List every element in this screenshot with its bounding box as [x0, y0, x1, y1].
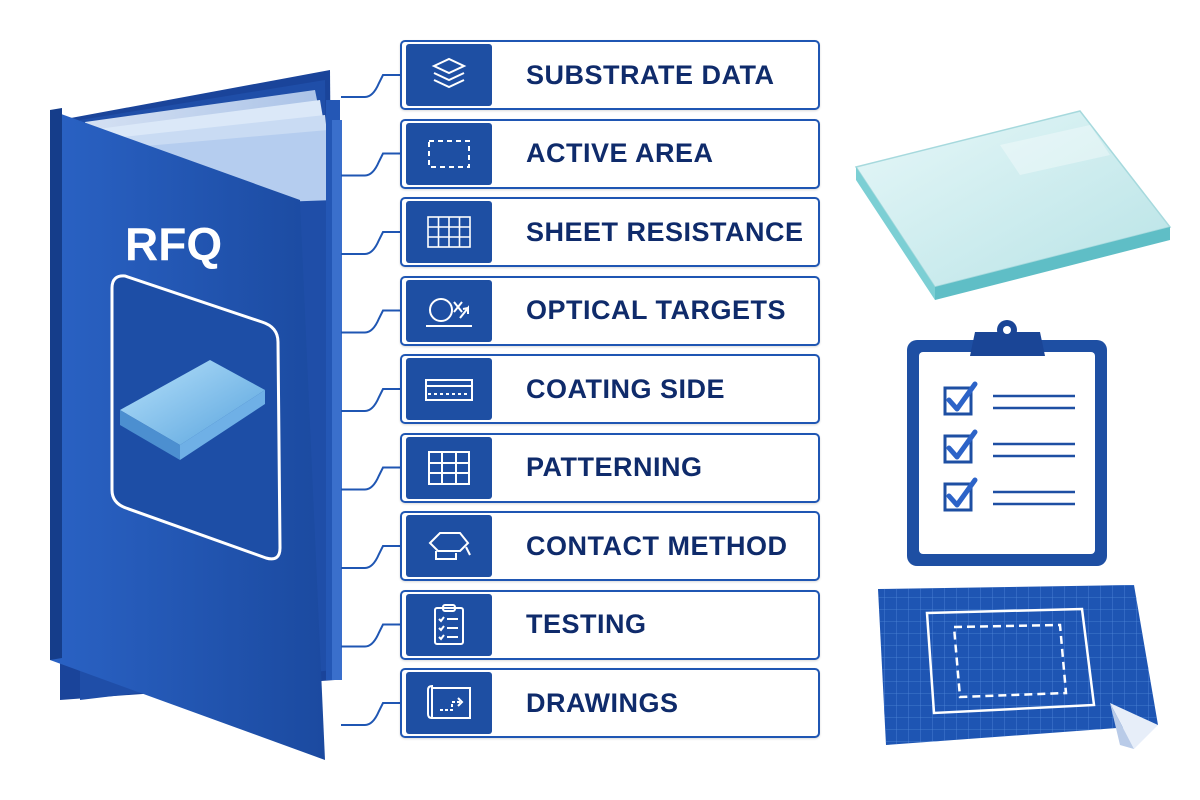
section-label: DRAWINGS	[526, 687, 679, 718]
connector-line	[341, 309, 401, 334]
section-label: CONTACT METHOD	[526, 530, 788, 561]
section-testing: TESTING	[400, 589, 820, 660]
connector-line	[341, 623, 401, 648]
checklist-clipboard-image	[905, 318, 1110, 568]
connector-line	[341, 702, 401, 726]
binder-title: RFQ	[125, 218, 222, 270]
section-label: SUBSTRATE DATA	[526, 59, 775, 90]
connector-line	[341, 388, 401, 412]
section-label: PATTERNING	[526, 452, 703, 482]
layers-icon	[431, 57, 467, 89]
contact-icon	[428, 532, 471, 560]
section-label: ACTIVE AREA	[526, 138, 714, 168]
connector-line	[341, 231, 401, 255]
section-substrate-data: SUBSTRATE DATA	[400, 40, 820, 110]
pattern-grid-icon	[428, 450, 470, 485]
section-label: OPTICAL TARGETS	[526, 295, 787, 325]
section-coating-side: COATING SIDE	[400, 354, 820, 424]
coating-icon	[425, 379, 473, 401]
section-list: SUBSTRATE DATA ACTIVE AREA SHEET	[400, 40, 820, 747]
section-drawings: DRAWINGS	[400, 668, 820, 738]
drawing-icon	[427, 684, 471, 720]
clipboard-icon	[434, 603, 464, 645]
rfq-binder: RFQ	[40, 60, 370, 760]
section-label: TESTING	[526, 609, 647, 639]
optical-icon	[426, 297, 472, 327]
dashed-rect-icon	[428, 139, 470, 168]
section-contact-method: CONTACT METHOD	[400, 511, 820, 581]
binder-illustration: RFQ	[50, 70, 342, 760]
section-active-area: ACTIVE AREA	[400, 118, 820, 189]
section-patterning: PATTERNING	[400, 432, 820, 503]
connector-lines	[335, 40, 415, 760]
section-label: COATING SIDE	[526, 373, 726, 404]
connector-line	[341, 545, 401, 569]
section-sheet-resistance: SHEET RESISTANCE	[400, 197, 820, 267]
connector-line	[341, 152, 401, 177]
section-label: SHEET RESISTANCE	[526, 216, 804, 247]
connector-line	[341, 74, 401, 98]
blueprint-drawing-image	[872, 585, 1162, 750]
glass-substrate-image	[850, 105, 1180, 305]
connector-line	[341, 466, 401, 491]
section-optical-targets: OPTICAL TARGETS	[400, 275, 820, 346]
grid-icon	[427, 216, 471, 248]
